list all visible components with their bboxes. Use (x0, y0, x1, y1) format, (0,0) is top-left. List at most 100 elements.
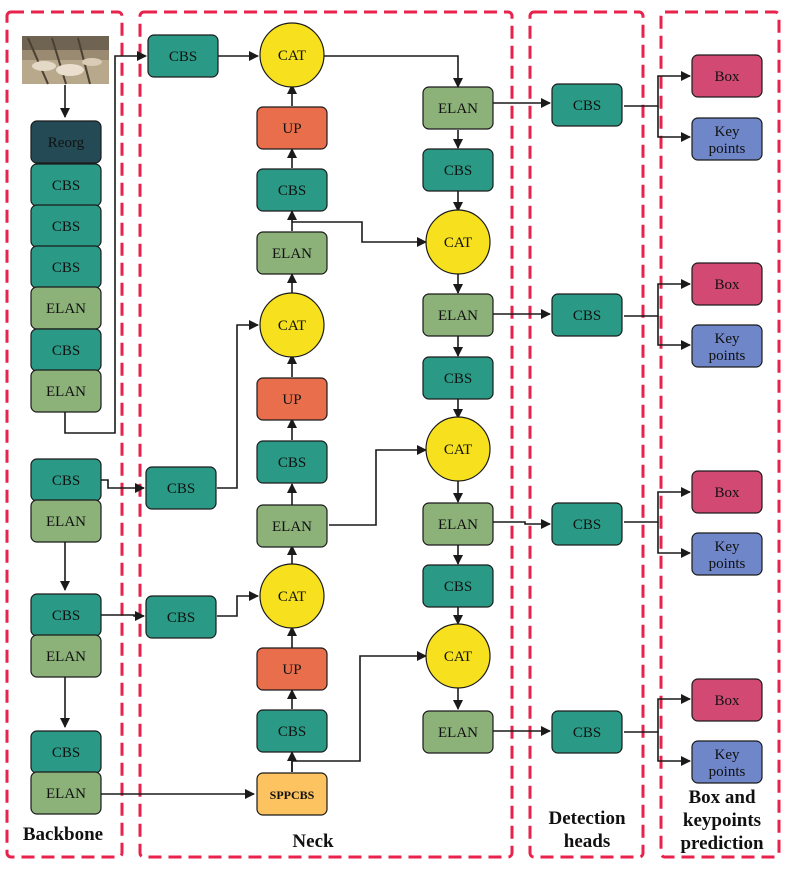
pred-key-1-shape (691, 117, 763, 161)
head-cbs-3: CBS (551, 502, 623, 546)
pred-key-2-label-1: Key (715, 331, 740, 347)
connector-1 (64, 51, 147, 434)
neck-up-2-shape (256, 377, 328, 421)
connector-45 (657, 732, 691, 766)
bb-elan-4-shape (30, 634, 102, 678)
neck-cbs-c2: CBS (256, 440, 328, 484)
section-panels (5, 10, 781, 859)
pred-box-3: Box (691, 470, 763, 514)
neck-cbs-mid-label: CBS (167, 481, 195, 497)
label-detection-2: heads (564, 831, 610, 852)
neck-cat-r2: CAT (425, 416, 491, 482)
neck-cat-3-shape (259, 563, 325, 629)
neck-cbs-low-shape (145, 595, 217, 639)
head-cbs-1: CBS (551, 83, 623, 127)
neck-cat-r3-shape (425, 623, 491, 689)
head-cbs-4-shape (551, 710, 623, 754)
pred-box-1-shape (691, 54, 763, 98)
neck-cat-r3: CAT (425, 623, 491, 689)
bb-elan-3-label: ELAN (46, 514, 86, 530)
label-detection-1: Detection (548, 808, 625, 829)
neck-cbs-mid: CBS (145, 466, 217, 510)
pred-box-4: Box (691, 678, 763, 722)
neck-sppcbs-label: SPPCBS (270, 788, 315, 802)
pred-box-2-shape (691, 262, 763, 306)
bb-cbs-1: CBS (30, 163, 102, 207)
neck-cbs-r3-label: CBS (444, 579, 472, 595)
connector-24 (292, 221, 427, 247)
neck-cbs-c2-label: CBS (278, 455, 306, 471)
pred-key-2-label-2: points (709, 348, 746, 364)
bb-cbs-6-label: CBS (52, 608, 80, 624)
bb-reorg: Reorg (30, 120, 102, 164)
neck-elan-r3-label: ELAN (438, 517, 478, 533)
neck-cbs-c3-shape (256, 709, 328, 753)
neck-cbs-r3: CBS (422, 564, 494, 608)
pred-box-3-label: Box (714, 485, 740, 501)
connector-42 (624, 487, 691, 523)
neck-elan-c1: ELAN (256, 231, 328, 275)
neck-cat-3: CAT (259, 563, 325, 629)
neck-elan-r1-label: ELAN (438, 101, 478, 117)
bb-elan-3-shape (30, 499, 102, 543)
pred-key-4-label-2: points (709, 764, 746, 780)
bb-cbs-3-label: CBS (52, 260, 80, 276)
neck-cbs-r2-shape (422, 356, 494, 400)
bb-cbs-6: CBS (30, 593, 102, 637)
head-cbs-4-label: CBS (573, 725, 601, 741)
connector-3 (322, 55, 463, 88)
neck-elan-c2-shape (256, 504, 328, 548)
pred-box-1: Box (691, 54, 763, 98)
neck-cbs-c3-label: CBS (278, 724, 306, 740)
neck-cat-r1-label: CAT (444, 235, 472, 251)
connector-40 (624, 279, 691, 317)
bb-elan-4: ELAN (30, 634, 102, 678)
neck-elan-r1-shape (422, 86, 494, 130)
neck-cat-r1-shape (425, 209, 491, 275)
pred-box-4-label: Box (714, 693, 740, 709)
section-labels: Backbone Neck Detection heads Box and ke… (23, 787, 764, 854)
neck-cat-1-shape (259, 22, 325, 88)
pred-key-2-shape (691, 324, 763, 368)
neck-elan-r2-label: ELAN (438, 308, 478, 324)
connector-43 (657, 522, 691, 558)
neck-elan-r3-shape (422, 502, 494, 546)
bb-elan-5-shape (30, 771, 102, 815)
neck-cbs-top-shape (147, 34, 219, 78)
neck-up-3-label: UP (282, 662, 301, 678)
connector-7 (217, 320, 259, 489)
connector-36 (492, 519, 551, 529)
neck-up-1-shape (256, 106, 328, 150)
bb-elan-1-label: ELAN (46, 301, 86, 317)
pred-key-4-shape (691, 740, 763, 784)
bb-reorg-shape (30, 120, 102, 164)
bb-cbs-2-label: CBS (52, 219, 80, 235)
neck-cat-2: CAT (259, 292, 325, 358)
connector-9 (217, 591, 259, 617)
neck-cbs-c3: CBS (256, 709, 328, 753)
bb-reorg-label: Reorg (48, 135, 85, 151)
pred-box-4-shape (691, 678, 763, 722)
label-prediction-3: prediction (680, 833, 763, 854)
neck-cbs-r1: CBS (422, 148, 494, 192)
pred-key-3-label-2: points (709, 556, 746, 572)
head-cbs-3-label: CBS (573, 517, 601, 533)
pred-key-1-label-1: Key (715, 124, 740, 140)
bb-cbs-1-label: CBS (52, 178, 80, 194)
neck-cbs-r1-label: CBS (444, 163, 472, 179)
connector-22 (291, 651, 427, 772)
neck-up-2: UP (256, 377, 328, 421)
neck-elan-r1: ELAN (422, 86, 494, 130)
neck-cat-2-shape (259, 292, 325, 358)
neck-cbs-c1-shape (256, 168, 328, 212)
connector-41 (657, 316, 691, 350)
neck-elan-r3: ELAN (422, 502, 494, 546)
bb-elan-4-label: ELAN (46, 649, 86, 665)
neck-elan-c2: ELAN (256, 504, 328, 548)
label-prediction-1: Box and (688, 787, 755, 808)
label-neck: Neck (292, 831, 334, 852)
connector-8 (101, 611, 145, 621)
